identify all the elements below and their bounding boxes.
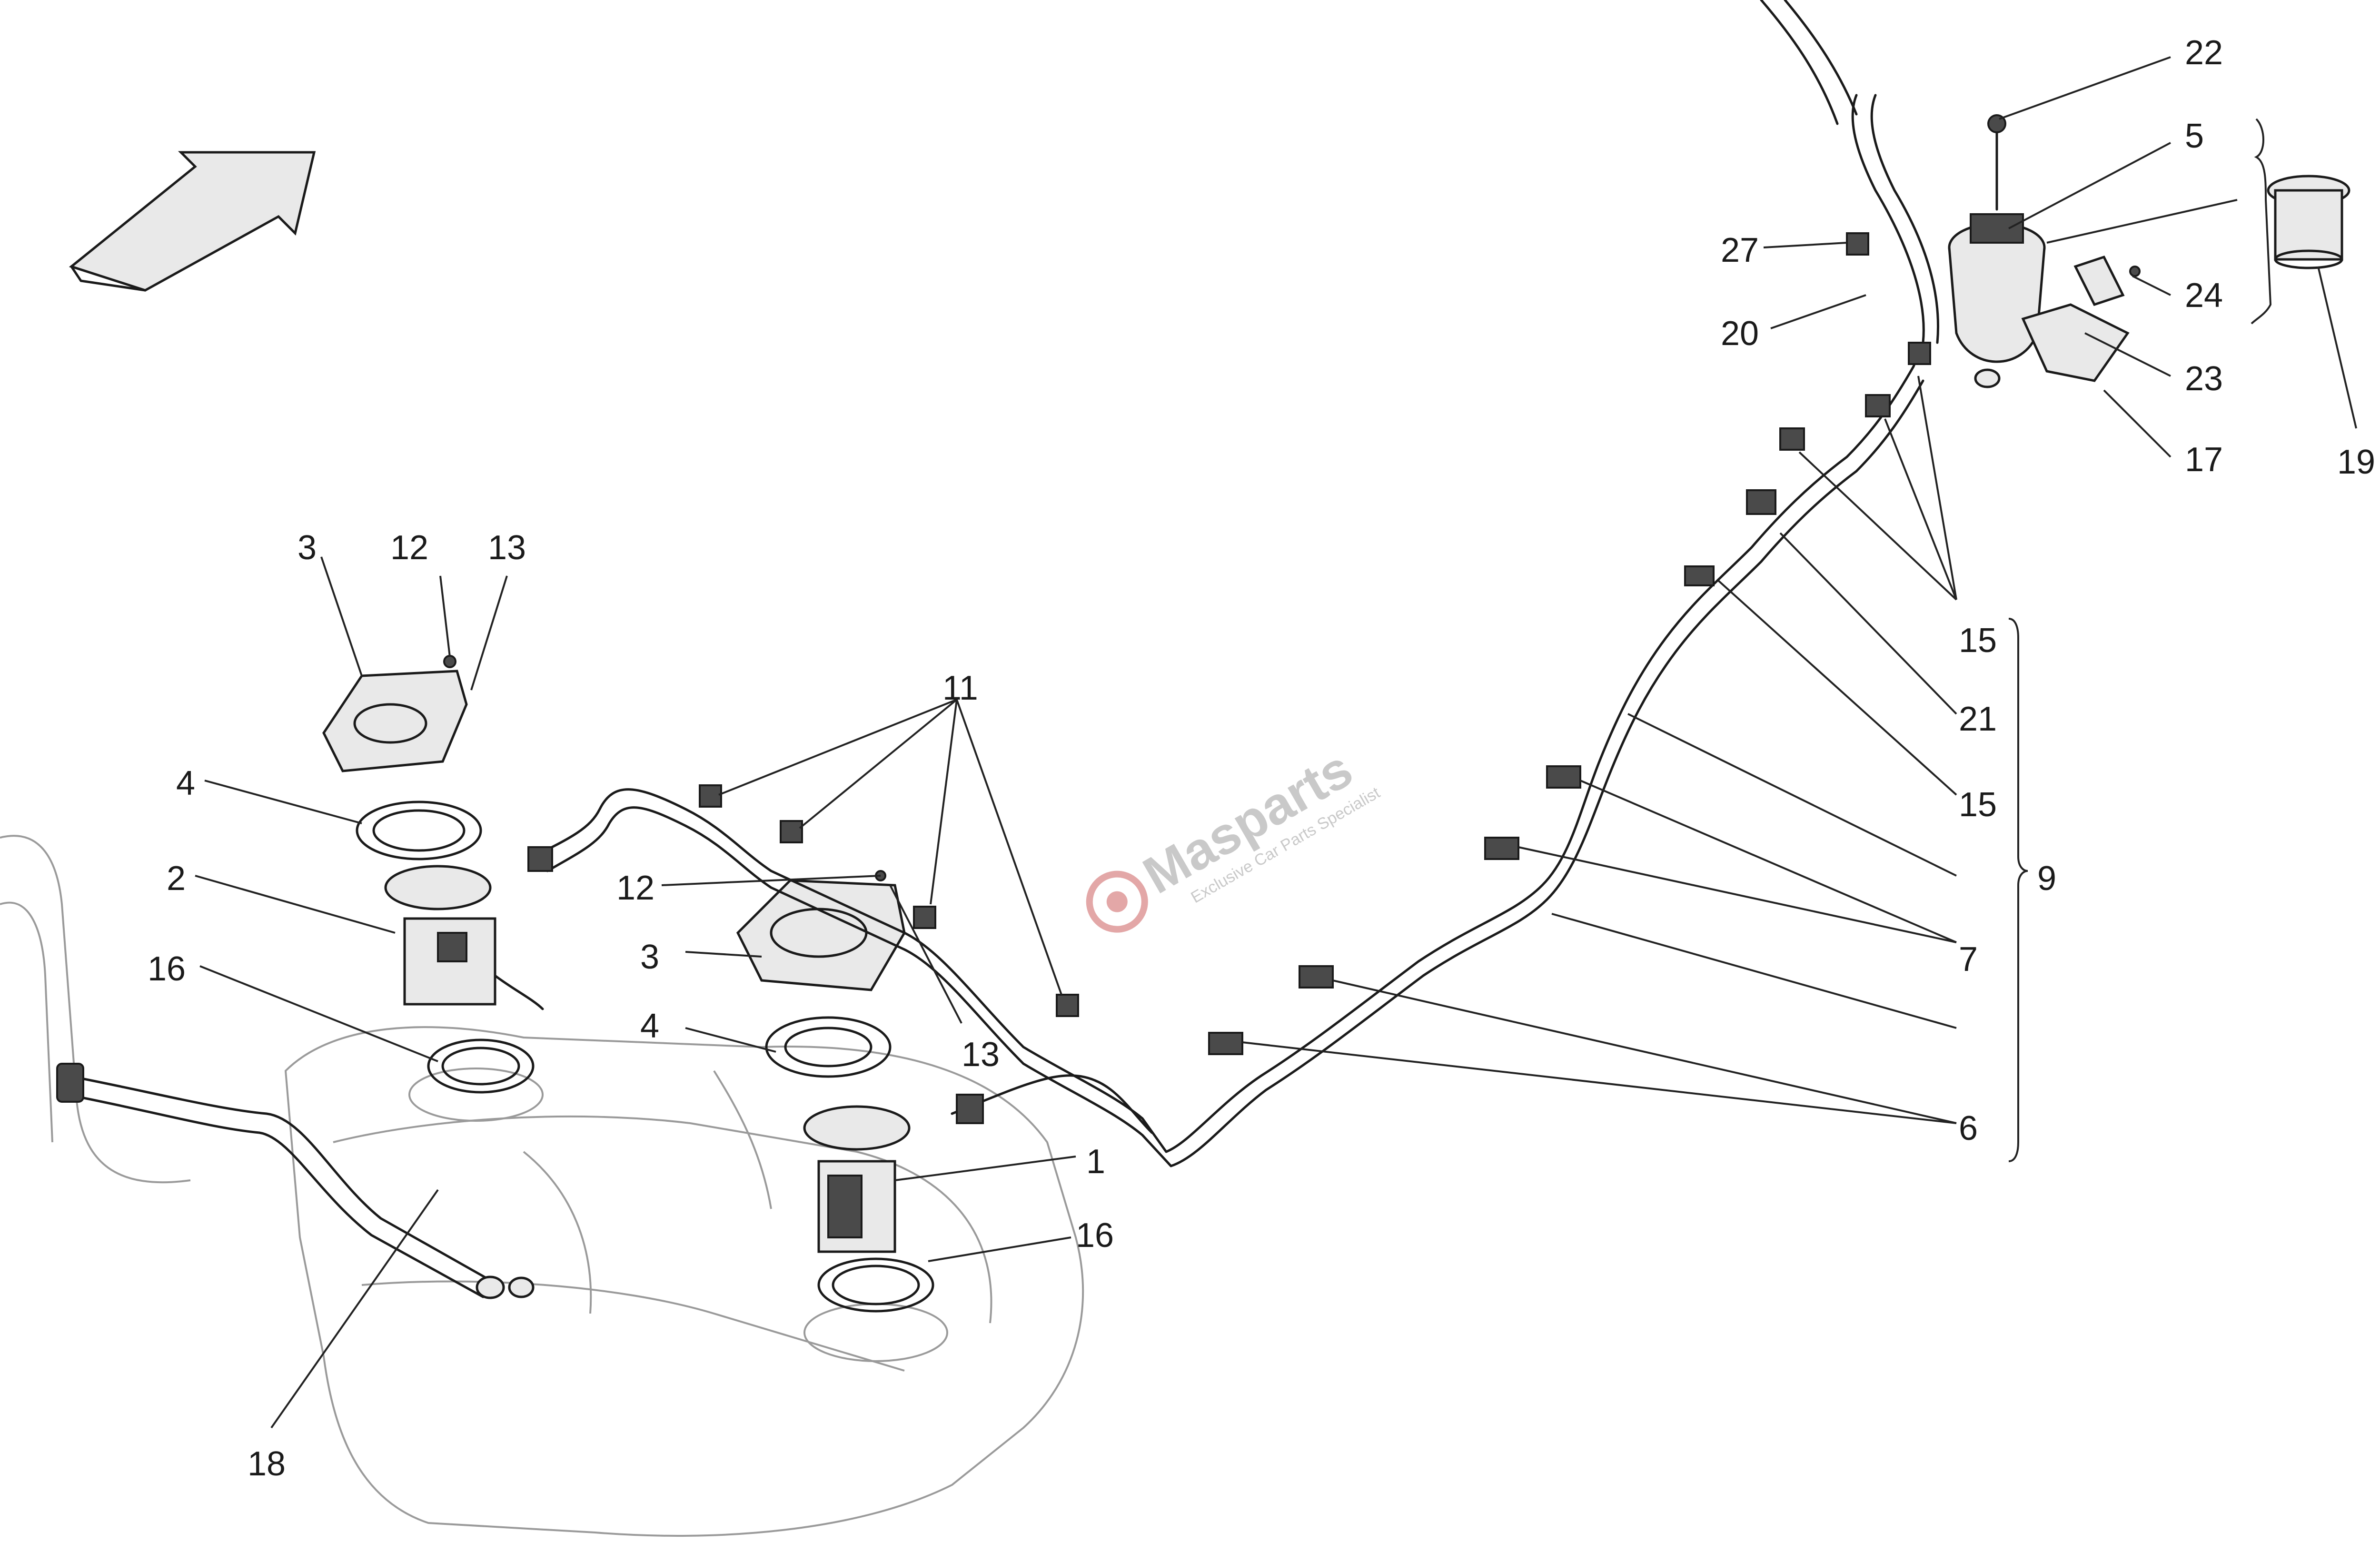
callout-1: 1 bbox=[1086, 1143, 1105, 1181]
callout-20: 20 bbox=[1721, 315, 1759, 353]
watermark-logo bbox=[1086, 870, 1148, 933]
callout-4-right: 4 bbox=[640, 1007, 659, 1045]
callout-15-b: 15 bbox=[1959, 786, 1997, 824]
fuel-filter-assembly bbox=[1948, 114, 2350, 388]
callout-27: 27 bbox=[1721, 231, 1759, 269]
left-pump-assembly bbox=[322, 655, 544, 1094]
callout-labels: 1 2 3 3 4 4 5 6 7 9 11 12 12 13 13 15 15… bbox=[148, 34, 2375, 1483]
group-brackets bbox=[2008, 118, 2272, 1162]
callout-3-left: 3 bbox=[298, 529, 317, 567]
callout-24: 24 bbox=[2185, 277, 2223, 315]
callout-13-mid: 13 bbox=[962, 1036, 1000, 1074]
callout-16-left: 16 bbox=[148, 950, 186, 988]
callout-23: 23 bbox=[2185, 360, 2223, 398]
callout-9: 9 bbox=[2037, 860, 2056, 898]
filler-hose bbox=[56, 1063, 535, 1299]
callout-4-left: 4 bbox=[176, 764, 195, 802]
callout-7: 7 bbox=[1959, 940, 1978, 979]
callout-13-top: 13 bbox=[488, 529, 526, 567]
line-clips bbox=[527, 232, 1931, 1124]
callout-19: 19 bbox=[2337, 443, 2375, 481]
callout-18: 18 bbox=[248, 1445, 286, 1483]
leader-lines bbox=[195, 56, 2357, 1429]
callout-12-mid: 12 bbox=[616, 869, 654, 907]
callout-6: 6 bbox=[1959, 1109, 1978, 1147]
fuel-tank bbox=[0, 835, 1084, 1537]
callout-17: 17 bbox=[2185, 441, 2223, 479]
callout-12-top: 12 bbox=[390, 529, 428, 567]
callout-11: 11 bbox=[942, 669, 978, 707]
watermark: Masparts Exclusive Car Parts Specialist bbox=[1086, 739, 1383, 933]
callout-3-right: 3 bbox=[640, 938, 659, 976]
callout-2: 2 bbox=[167, 860, 186, 898]
callout-16-right: 16 bbox=[1076, 1216, 1114, 1255]
fuel-lines bbox=[532, 0, 1940, 1167]
direction-arrow bbox=[69, 151, 316, 292]
callout-15-a: 15 bbox=[1959, 622, 1997, 660]
callout-5: 5 bbox=[2185, 117, 2204, 155]
callout-21: 21 bbox=[1959, 700, 1997, 738]
right-pump-assembly bbox=[736, 870, 934, 1313]
callout-22: 22 bbox=[2185, 34, 2223, 72]
